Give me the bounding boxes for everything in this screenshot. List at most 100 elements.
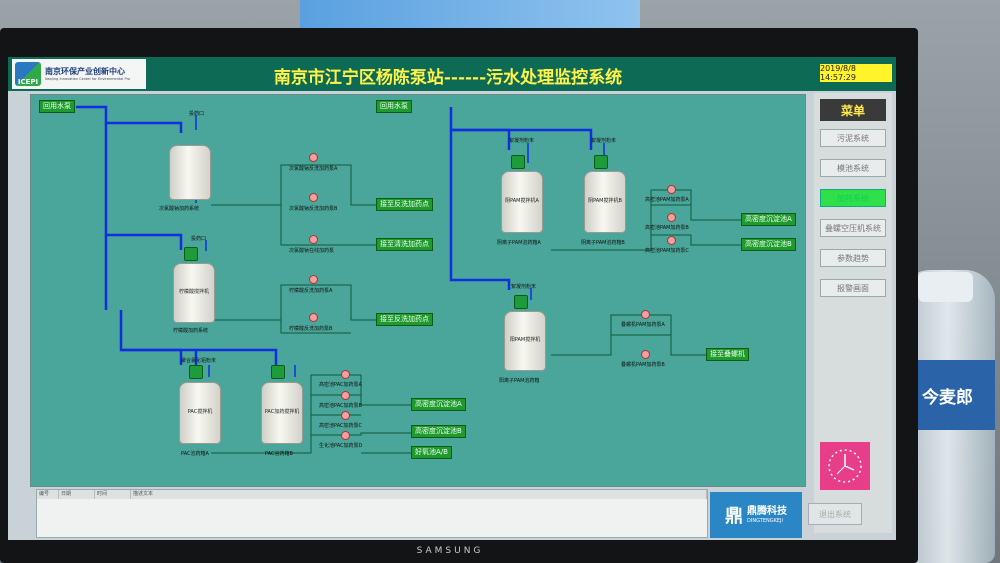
pump-label: 高密池PAM加药泵A [645, 197, 689, 203]
pump-label: 高密池PAM加药泵B [645, 225, 689, 231]
pump-label: 叠螺机PAM加药泵A [621, 322, 665, 328]
exit-system-button[interactable]: 退出系统 [808, 503, 862, 525]
pump-icon[interactable] [667, 213, 676, 222]
cationic-pam-tank[interactable]: 阳PAM搅拌机 [504, 311, 546, 371]
clock-icon [820, 442, 870, 490]
to-backwash-point-2[interactable]: 接至反洗加药点 [376, 313, 433, 326]
company-mark-icon: 鼎 [725, 506, 743, 527]
pump-icon[interactable] [641, 350, 650, 359]
pump-label: 高密池PAC加药泵A [319, 382, 362, 388]
to-hd-clarifier-a-2[interactable]: 高密度沉淀池A [741, 213, 796, 226]
mixer-motor-icon[interactable] [189, 365, 203, 379]
tank-label: 阳PAM搅拌机 [509, 337, 541, 344]
pump-icon[interactable] [309, 235, 318, 244]
feed-port-label-1: 投药口 [189, 111, 205, 117]
mixer-motor-icon[interactable] [271, 365, 285, 379]
mixer-motor-icon[interactable] [184, 247, 198, 261]
pump-label: 次氯酸钠反洗加药泵B [289, 206, 338, 212]
bottle-cap [918, 272, 973, 302]
log-col-date: 日期 [59, 490, 95, 499]
tank-caption: 阳离子PAM溶药箱 [499, 378, 540, 384]
to-screw-press[interactable]: 接至叠螺机 [706, 348, 749, 361]
mixer-motor-icon[interactable] [594, 155, 608, 169]
company-name-en: DINGTENGKEJI [747, 518, 783, 524]
hypochlorite-tank[interactable] [169, 145, 211, 200]
to-backwash-point-1[interactable]: 接至反洗加药点 [376, 198, 433, 211]
menu-title: 菜单 [820, 99, 886, 121]
reuse-pump-tag-right[interactable]: 回用水泵 [376, 100, 412, 113]
menu-membrane-system[interactable]: 模池系统 [820, 159, 886, 177]
pump-icon[interactable] [667, 236, 676, 245]
pump-label: 高密池PAC加药泵C [319, 423, 363, 429]
to-aerobic-tank[interactable]: 好氧池A/B [411, 446, 452, 459]
to-hd-clarifier-b-2[interactable]: 高密度沉淀池B [741, 238, 796, 251]
pump-icon[interactable] [667, 185, 676, 194]
monitor-brand: SAMSUNG [416, 546, 484, 556]
menu-trends[interactable]: 参数趋势 [820, 249, 886, 267]
tank-caption: 阴离子PAM溶药箱A [497, 240, 541, 246]
menu-dosing-system[interactable]: 加药系统 [820, 189, 886, 207]
pam-powder-label: 絮凝剂粉末 [511, 284, 537, 290]
log-header: 编号 日期 时间 描述文本 [37, 490, 707, 499]
menu-compressor-system[interactable]: 叠螺空压机系统 [820, 219, 886, 237]
tank-label: 柠檬酸搅拌机 [178, 289, 209, 296]
datetime-display: 2019/8/8 14:57:29 [820, 64, 892, 82]
pump-label: 次氯酸钠反洗加药泵A [289, 166, 338, 172]
pump-icon[interactable] [641, 310, 650, 319]
pac-tank-b[interactable]: PAC加药搅拌机 [261, 382, 303, 444]
tank-caption: PAC溶药箱A [181, 451, 209, 457]
pump-icon[interactable] [341, 391, 350, 400]
tank-label: 阴PAM搅拌机B [588, 198, 622, 205]
pump-icon[interactable] [341, 431, 350, 440]
org-logo: ICEPI 南京环保产业创新中心 Nanjing Innovation Cent… [12, 59, 146, 89]
mixer-motor-icon[interactable] [514, 295, 528, 309]
pac-powder-label: 聚合氯化铝粉末 [181, 358, 217, 364]
tank-caption: PAC溶药箱B [265, 451, 293, 457]
page-title: 南京市江宁区杨陈泵站------污水处理监控系统 [273, 68, 623, 88]
reuse-pump-tag-left[interactable]: 回用水泵 [39, 100, 75, 113]
to-online-point-1[interactable]: 接至清洗加药点 [376, 238, 433, 251]
pump-label: 生化池PAC加药泵D [319, 443, 363, 449]
company-logo: 鼎 鼎腾科技 DINGTENGKEJI [710, 492, 802, 538]
to-hd-clarifier-a[interactable]: 高密度沉淀池A [411, 398, 466, 411]
anionic-pam-tank-b[interactable]: 阴PAM搅拌机B [584, 171, 626, 233]
process-diagram: 回用水泵 回用水泵 投药口 次氯酸钠加药系统 次氯酸钠反洗加药泵A 次氯酸钠反洗… [30, 94, 806, 487]
company-name: 鼎腾科技 [747, 506, 787, 517]
pam-powder-label: 絮凝剂粉末 [591, 138, 617, 144]
feed-port-label-2: 投药口 [191, 236, 207, 242]
logo-cn-text: 南京环保产业创新中心 [45, 66, 125, 76]
pump-icon[interactable] [309, 275, 318, 284]
pump-label: 高密池PAM加药泵C [645, 248, 689, 254]
pac-tank-a[interactable]: PAC搅拌机 [179, 382, 221, 444]
pump-icon[interactable] [309, 313, 318, 322]
pump-icon[interactable] [341, 411, 350, 420]
pump-label: 叠螺机PAM加药泵B [621, 362, 665, 368]
log-col-desc: 描述文本 [131, 490, 707, 499]
log-col-id: 编号 [37, 490, 59, 499]
logo-en-text: Nanjing Innovation Center for Environmen… [45, 76, 131, 81]
citric-acid-tank[interactable]: 柠檬酸搅拌机 [173, 263, 215, 323]
hypochlorite-system-label: 次氯酸钠加药系统 [159, 206, 200, 212]
pump-label: 次氯酸钠在线加药泵 [289, 248, 335, 254]
pam-powder-label: 絮凝剂粉末 [509, 138, 535, 144]
pump-label: 高密池PAC加药泵B [319, 403, 362, 409]
menu-sludge-system[interactable]: 污泥系统 [820, 129, 886, 147]
tank-label: 阴PAM搅拌机A [505, 198, 539, 205]
pump-icon[interactable] [341, 370, 350, 379]
pump-icon[interactable] [309, 153, 318, 162]
window-light [300, 0, 640, 30]
scada-screen: ICEPI 南京环保产业创新中心 Nanjing Innovation Cent… [8, 57, 896, 540]
to-hd-clarifier-b[interactable]: 高密度沉淀池B [411, 425, 466, 438]
pump-label: 柠檬酸反洗加药泵B [289, 326, 333, 332]
event-log[interactable]: 编号 日期 时间 描述文本 [36, 489, 708, 538]
mixer-motor-icon[interactable] [511, 155, 525, 169]
pump-icon[interactable] [309, 193, 318, 202]
anionic-pam-tank-a[interactable]: 阴PAM搅拌机A [501, 171, 543, 233]
logo-icon: ICEPI [15, 62, 41, 86]
citric-system-label: 柠檬酸加药系统 [173, 328, 209, 334]
menu-alarms[interactable]: 报警画面 [820, 279, 886, 297]
tank-caption: 阴离子PAM溶药箱B [581, 240, 625, 246]
tank-label: PAC搅拌机 [187, 409, 213, 416]
pump-label: 柠檬酸反洗加药泵A [289, 288, 333, 294]
tank-label: PAC加药搅拌机 [264, 409, 300, 416]
